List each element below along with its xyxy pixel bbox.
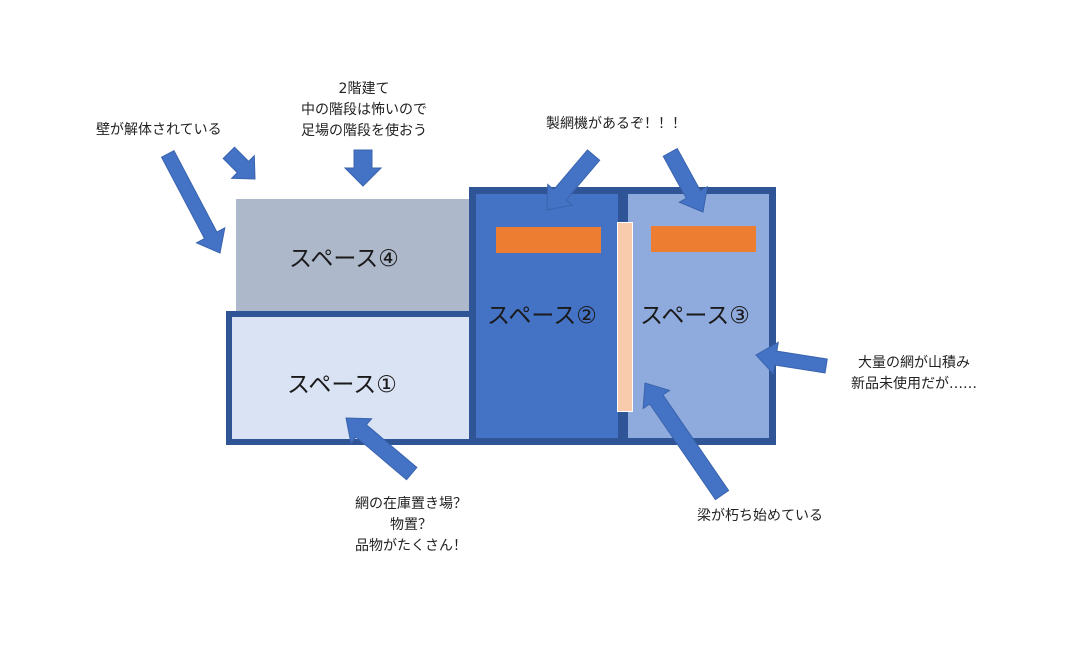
beam (617, 222, 633, 412)
arrow-wall-short (222, 146, 256, 180)
net-making-machine-3 (651, 226, 756, 252)
space-2-label: スペース② (487, 303, 597, 329)
note-stairs: 2階建て 中の階段は怖いので 足場の階段を使おう (301, 81, 427, 139)
arrow-machine-left (546, 149, 601, 211)
arrow-stairs (343, 149, 383, 187)
note-beam: 梁が朽ち始めている (697, 508, 823, 524)
note-storage: 網の在庫置き場？ 物置？ 品物がたくさん！ (355, 496, 467, 554)
arrow-nets (755, 341, 828, 376)
space-1-label: スペース① (287, 372, 397, 398)
space-4-label: スペース④ (289, 246, 399, 272)
arrow-machine-right (662, 147, 709, 213)
note-wall: 壁が解体されている (96, 122, 222, 138)
space-3-label: スペース③ (640, 303, 750, 329)
net-making-machine-2 (496, 227, 601, 253)
arrow-storage (345, 417, 418, 481)
space-4 (236, 199, 470, 311)
arrow-wall-long (160, 149, 226, 254)
note-machine: 製網機があるぞ！！！ (546, 116, 686, 132)
arrow-beam (642, 382, 730, 501)
note-nets: 大量の網が山積み 新品未使用だが…… (851, 355, 977, 392)
